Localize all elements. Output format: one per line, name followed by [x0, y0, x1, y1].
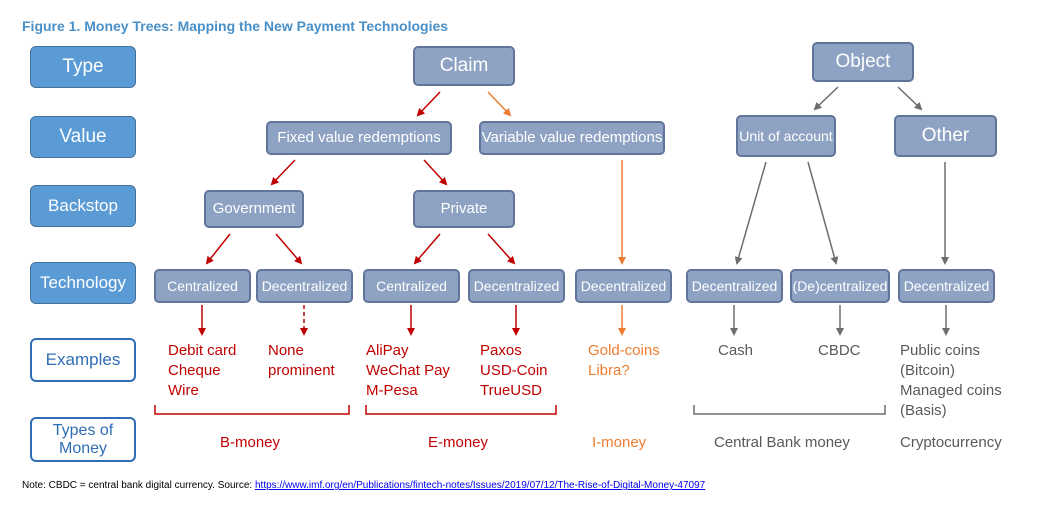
example-item: Debit card: [168, 342, 237, 359]
node-variable-value: Variable value redemptions: [479, 121, 665, 155]
money-i-money: I-money: [592, 434, 647, 451]
node-claim: Claim: [413, 46, 515, 86]
examples-crypto: Public coins (Bitcoin) Managed coins (Ba…: [900, 341, 1002, 421]
example-item: Public coins: [900, 342, 981, 359]
arrow-government-decentralized: [275, 233, 303, 265]
examples-variable: Gold-coins Libra?: [588, 341, 660, 381]
examples-gov-centralized: Debit card Cheque Wire: [168, 341, 236, 401]
example-item: Wire: [168, 382, 199, 399]
arrow-government-centralized: [205, 233, 231, 265]
example-item: TrueUSD: [480, 382, 542, 399]
arrow-fixed-private: [423, 159, 448, 186]
arrow-private-centralized: [413, 233, 441, 265]
note-text: Note: CBDC = central bank digital curren…: [22, 480, 255, 491]
example-item: M-Pesa: [366, 382, 418, 399]
example-item: Cheque: [168, 362, 221, 379]
arrow-object-unit: [813, 86, 839, 111]
examples-cash: Cash: [718, 341, 753, 361]
example-item: Paxos: [480, 342, 522, 359]
example-item: CBDC: [818, 342, 861, 359]
row-label-technology: Technology: [30, 262, 136, 304]
example-item: Libra?: [588, 362, 630, 379]
node-private: Private: [413, 190, 515, 228]
arrow-unit-cash: [734, 161, 767, 265]
arrow-fixed-government: [270, 159, 296, 186]
node-tech-cbdc-decentralized: (De)centralized: [790, 269, 890, 303]
example-item: USD-Coin: [480, 362, 548, 379]
node-tech-crypto-decentralized: Decentralized: [898, 269, 995, 303]
example-item: Gold-coins: [588, 342, 660, 359]
example-item: (Basis): [900, 402, 947, 419]
node-object: Object: [812, 42, 914, 82]
example-item: prominent: [268, 362, 335, 379]
examples-gov-decentralized: None prominent: [268, 341, 335, 381]
node-tech-gov-decentralized: Decentralized: [256, 269, 353, 303]
node-tech-priv-decentralized: Decentralized: [468, 269, 565, 303]
money-b-money: B-money: [220, 434, 281, 451]
bracket-b-money: [154, 405, 350, 415]
source-link[interactable]: https://www.imf.org/en/Publications/fint…: [254, 480, 706, 491]
example-item: WeChat Pay: [366, 362, 450, 379]
figure-title: Figure 1. Money Trees: Mapping the New P…: [22, 18, 449, 34]
money-central-bank: Central Bank money: [714, 434, 850, 451]
arrow-claim-variable: [487, 91, 512, 117]
money-e-money: E-money: [428, 434, 489, 451]
row-label-examples: Examples: [30, 338, 136, 382]
node-unit-of-account: Unit of account: [736, 115, 836, 157]
row-label-type: Type: [30, 46, 136, 88]
bracket-central-bank: [693, 405, 886, 415]
arrow-private-decentralized: [487, 233, 516, 265]
node-fixed-value: Fixed value redemptions: [266, 121, 452, 155]
node-tech-cash-decentralized: Decentralized: [686, 269, 783, 303]
arrow-claim-fixed: [416, 91, 441, 117]
arrow-object-other: [897, 86, 923, 111]
node-tech-gov-centralized: Centralized: [154, 269, 251, 303]
node-government: Government: [204, 190, 304, 228]
arrow-unit-cbdc: [807, 161, 839, 265]
bracket-e-money: [365, 405, 557, 415]
example-item: (Bitcoin): [900, 362, 956, 379]
node-other: Other: [894, 115, 997, 157]
source-note: Note: CBDC = central bank digital curren…: [22, 480, 705, 491]
row-label-value: Value: [30, 116, 136, 158]
example-item: Cash: [718, 342, 754, 359]
examples-cbdc: CBDC: [818, 341, 861, 361]
node-tech-variable-decentralized: Decentralized: [575, 269, 672, 303]
node-tech-priv-centralized: Centralized: [363, 269, 460, 303]
examples-priv-centralized: AliPay WeChat Pay M-Pesa: [366, 341, 450, 401]
row-label-types-of-money: Types of Money: [30, 417, 136, 462]
example-item: AliPay: [366, 342, 409, 359]
example-item: Managed coins: [900, 382, 1002, 399]
row-label-backstop: Backstop: [30, 185, 136, 227]
example-item: None: [268, 342, 304, 359]
examples-priv-decentralized: Paxos USD-Coin TrueUSD: [480, 341, 548, 401]
money-crypto: Cryptocurrency: [900, 434, 1002, 451]
